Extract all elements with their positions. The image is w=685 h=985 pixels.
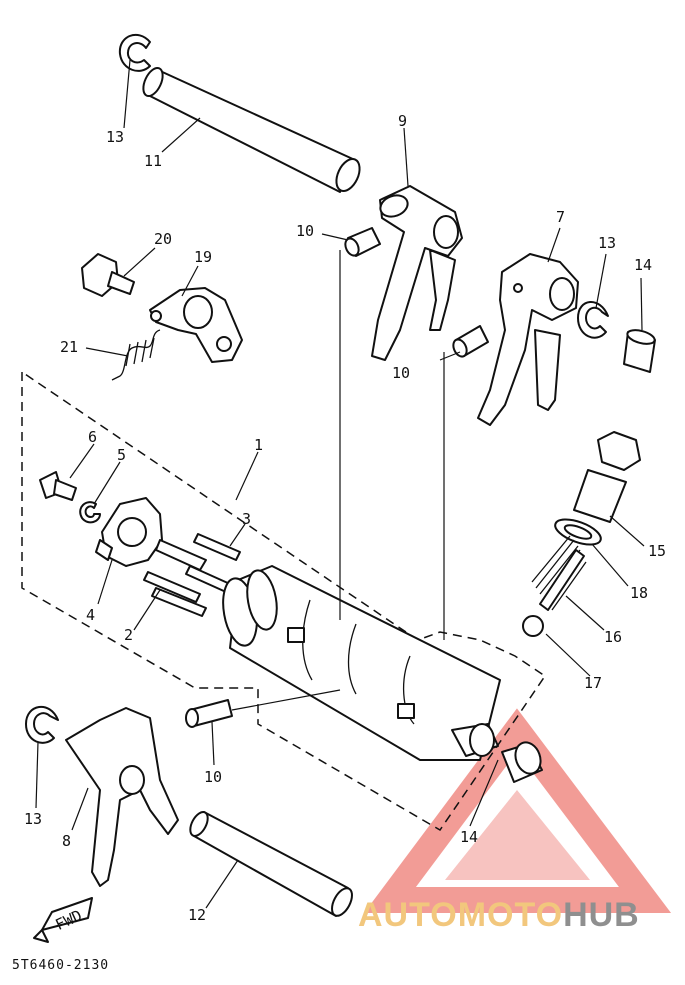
part-3-pin-set <box>155 533 241 593</box>
part-6-screw <box>39 471 77 501</box>
part-19-stopper-lever <box>149 287 243 363</box>
callout-1: 1 <box>254 436 263 454</box>
part-13-circlip-right <box>577 301 609 339</box>
watermark-logo: AUTOMOTOHUB <box>358 896 640 935</box>
part-10-guide-pin-3 <box>185 699 233 728</box>
part-12-shaft <box>189 811 353 917</box>
callout-10-c: 10 <box>204 768 222 786</box>
callout-9: 9 <box>398 112 407 130</box>
watermark-triangle-icon <box>364 708 672 913</box>
callout-6: 6 <box>88 428 97 446</box>
callout-15: 15 <box>648 542 666 560</box>
callout-14-a: 14 <box>634 256 652 274</box>
callout-2: 2 <box>124 626 133 644</box>
callout-5: 5 <box>117 446 126 464</box>
part-8-shift-fork <box>65 707 179 887</box>
part-13-circlip-left <box>25 705 59 744</box>
part-16-spring <box>531 535 587 611</box>
callout-7: 7 <box>556 208 565 226</box>
callout-20: 20 <box>154 230 172 248</box>
part-2-pin-set <box>143 571 207 617</box>
callout-11: 11 <box>144 152 162 170</box>
part-1-shift-cam <box>222 565 501 761</box>
part-21-spring <box>111 329 161 381</box>
part-18-gasket <box>554 518 602 546</box>
callout-13-c: 13 <box>24 810 42 828</box>
watermark-brand-part2: HUB <box>563 896 640 934</box>
part-4-segment <box>95 497 163 567</box>
leader-lines <box>35 59 645 909</box>
callout-4: 4 <box>86 606 95 624</box>
callout-17: 17 <box>584 674 602 692</box>
callout-18: 18 <box>630 584 648 602</box>
callout-19: 19 <box>194 248 212 266</box>
part-7-shift-fork <box>477 253 579 426</box>
callout-14-b: 14 <box>460 828 478 846</box>
part-15-plug <box>573 431 641 523</box>
callout-13-a: 13 <box>106 128 124 146</box>
callout-3: 3 <box>242 510 251 528</box>
callout-12: 12 <box>188 906 206 924</box>
part-13-circlip-top <box>118 33 151 72</box>
fwd-arrow-icon: FWD <box>33 897 93 943</box>
callout-16: 16 <box>604 628 622 646</box>
part-10-guide-pin-1 <box>344 227 381 257</box>
part-14-roller-bottom <box>501 741 543 783</box>
diagram-code: 5T6460-2130 <box>12 958 110 973</box>
callout-10-a: 10 <box>296 222 314 240</box>
part-11-shaft <box>142 66 361 193</box>
callout-13-b: 13 <box>598 234 616 252</box>
part-14-roller-top <box>623 329 656 373</box>
callout-8: 8 <box>62 832 71 850</box>
callout-21: 21 <box>60 338 78 356</box>
part-9-shift-fork <box>371 185 463 361</box>
callout-10-b: 10 <box>392 364 410 382</box>
part-20-bolt <box>81 253 135 297</box>
part-10-guide-pin-2 <box>452 325 489 358</box>
watermark-brand-part1: AUTOMOTO <box>358 896 564 934</box>
part-5-lock-washer <box>79 501 101 524</box>
callout-labels: 1 2 3 4 5 6 7 8 9 10 10 10 11 12 13 13 1… <box>24 112 666 924</box>
part-17-ball <box>522 615 544 637</box>
